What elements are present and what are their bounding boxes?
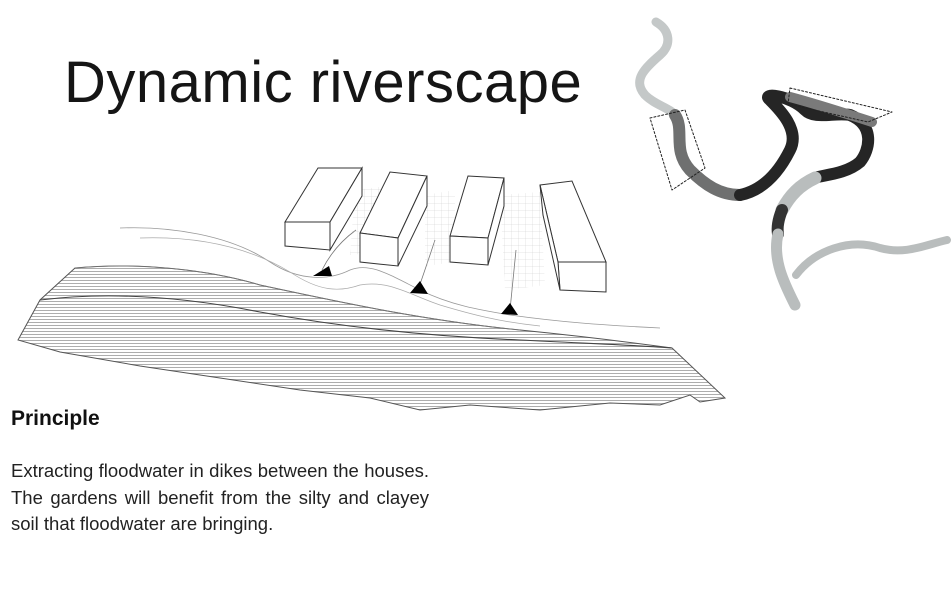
principle-heading: Principle <box>11 407 100 430</box>
house <box>449 175 505 266</box>
river-branch-light <box>792 236 951 279</box>
page-title: Dynamic riverscape <box>64 50 583 115</box>
flow-arrow-icon <box>410 281 428 294</box>
selection-frame <box>787 87 893 123</box>
river-segment-dark <box>734 89 875 201</box>
selection-frame <box>649 109 706 191</box>
river-segment-light <box>775 171 822 217</box>
contour-line <box>39 295 673 349</box>
river-segment-light <box>771 228 801 311</box>
house <box>359 171 428 267</box>
river-segment-mid <box>669 109 746 201</box>
flow-arrow-icon <box>313 266 332 276</box>
terrain-line <box>139 237 541 327</box>
house <box>539 180 607 293</box>
garden-grid <box>425 190 455 266</box>
river-segment-light <box>635 17 680 120</box>
river-bed-hatched <box>17 265 727 411</box>
river-segment-mid <box>785 92 877 127</box>
principle-text: Extracting floodwater in dikes between t… <box>11 460 429 534</box>
contour-line <box>74 265 521 331</box>
house <box>284 166 363 252</box>
terrain-line <box>119 227 661 329</box>
flow-arrow-icon <box>501 303 518 315</box>
river-map <box>635 17 951 311</box>
garden-grid <box>500 192 545 290</box>
